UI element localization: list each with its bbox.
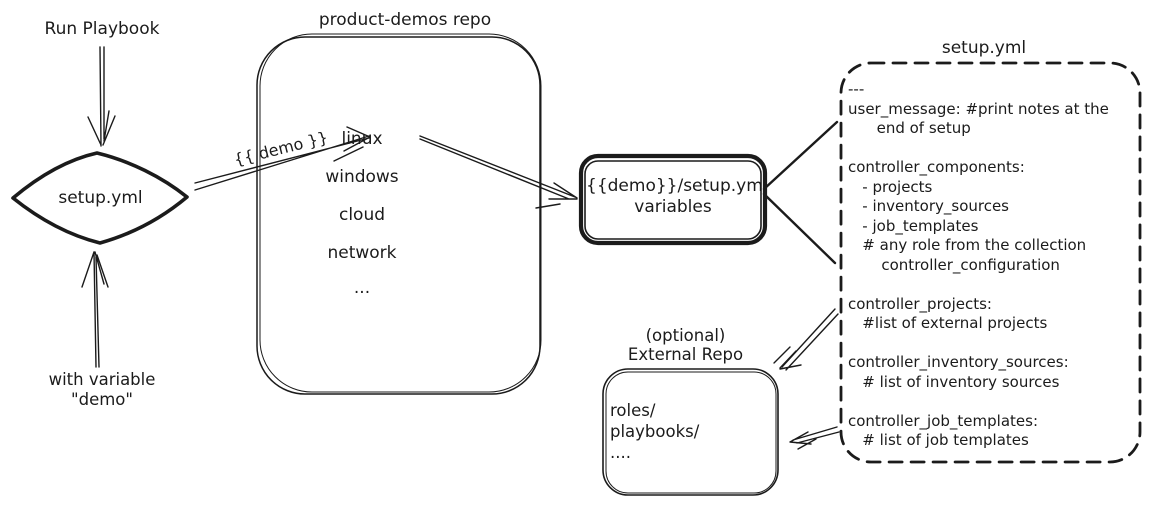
setup-diamond xyxy=(11,151,189,245)
repo-title: product-demos repo xyxy=(318,10,492,30)
product-demos-repo-box xyxy=(256,33,542,395)
variables-to-setupyml-connector-bottom xyxy=(762,192,837,265)
run-playbook-label: Run Playbook xyxy=(44,19,160,39)
variables-box-label: {{demo}}/setup.yml variables xyxy=(586,176,768,217)
demo-arrow xyxy=(194,126,371,191)
repo-item-linux: linux xyxy=(341,129,383,149)
with-variable-arrow xyxy=(81,251,109,368)
setup-diamond-label: setup.yml xyxy=(58,188,143,208)
variables-to-setupyml-connector-top xyxy=(762,120,839,191)
repo-item-cloud: cloud xyxy=(338,205,386,225)
setup-yml-title: setup.yml xyxy=(941,38,1027,58)
with-variable-label: with variable "demo" xyxy=(48,370,156,409)
setup-yml-content: --- user_message: #print notes at the en… xyxy=(848,80,1109,449)
external-repo-title: (optional) External Repo xyxy=(627,326,744,364)
external-repo-box xyxy=(602,368,779,496)
jobtemplates-to-external-arrow xyxy=(789,426,840,450)
repo-item-network: network xyxy=(327,243,397,263)
projects-to-external-arrow xyxy=(773,308,839,371)
setup-yml-dashed-box xyxy=(839,61,1142,464)
external-repo-content: roles/ playbooks/ .... xyxy=(610,401,700,462)
repo-item-windows: windows xyxy=(325,167,399,187)
run-playbook-arrow xyxy=(87,46,116,147)
repo-item-ellipsis: ... xyxy=(353,278,371,298)
linux-to-variables-arrow xyxy=(419,135,578,209)
variables-box xyxy=(578,153,768,246)
